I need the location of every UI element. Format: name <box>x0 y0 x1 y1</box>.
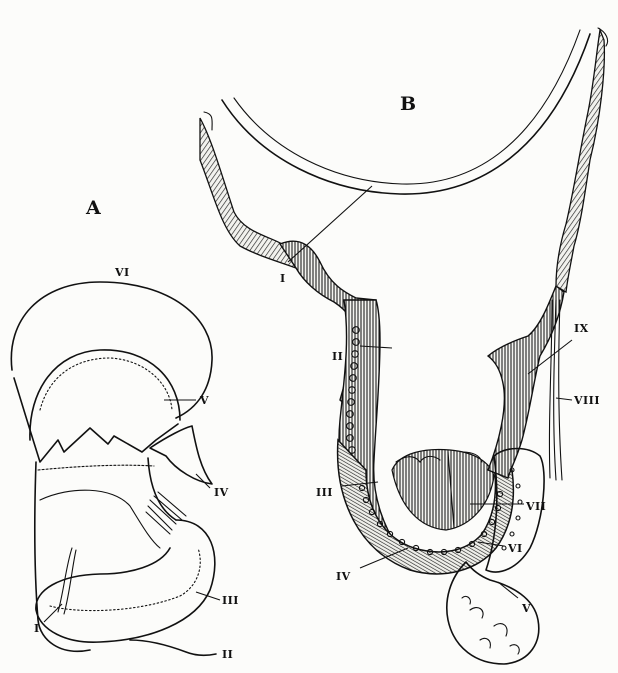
panel-a-flap <box>150 426 212 484</box>
panel-a-inner-cap <box>30 350 180 440</box>
panel-b-letter: B <box>400 93 416 115</box>
panel-a-curled-tube <box>36 520 215 642</box>
panel-a-label-vi: VI <box>114 266 130 279</box>
panel-a-tuft <box>146 492 186 534</box>
panel-a-tube-dotted <box>50 548 200 611</box>
panel-a-thread-2 <box>64 550 76 614</box>
panel-a-letter: A <box>85 197 101 219</box>
panel-a-belt <box>38 465 154 470</box>
panel-a-tail <box>130 640 216 655</box>
panel-a-thread <box>58 548 72 612</box>
panel-a-inner-cap-dotted <box>40 358 172 410</box>
panel-a: A <box>11 197 239 661</box>
panel-b-label-ix: IX <box>574 322 589 335</box>
panel-a-label-i: I <box>34 622 40 635</box>
panel-b-inner-cup <box>392 450 494 530</box>
panel-b: B <box>200 28 608 664</box>
panel-a-label-ii: II <box>222 648 233 661</box>
panel-a-label-iii: III <box>222 594 239 607</box>
panel-a-label-iv: IV <box>214 486 229 499</box>
panel-a-inner-loop <box>40 490 160 548</box>
panel-b-label-vii: VII <box>525 500 546 513</box>
panel-b-fibre-2 <box>559 300 562 480</box>
panel-b-label-i: I <box>280 272 286 285</box>
panel-b-label-viii: VIII <box>573 394 600 407</box>
panel-b-label-vi: VI <box>507 542 523 555</box>
panel-b-label-v: V <box>521 602 531 615</box>
panel-b-label-ii: II <box>332 350 343 363</box>
panel-a-label-v: V <box>199 394 209 407</box>
panel-b-pendant-marks <box>462 596 519 654</box>
panel-b-label-iii: III <box>316 486 333 499</box>
panel-b-label-iv: IV <box>336 570 351 583</box>
